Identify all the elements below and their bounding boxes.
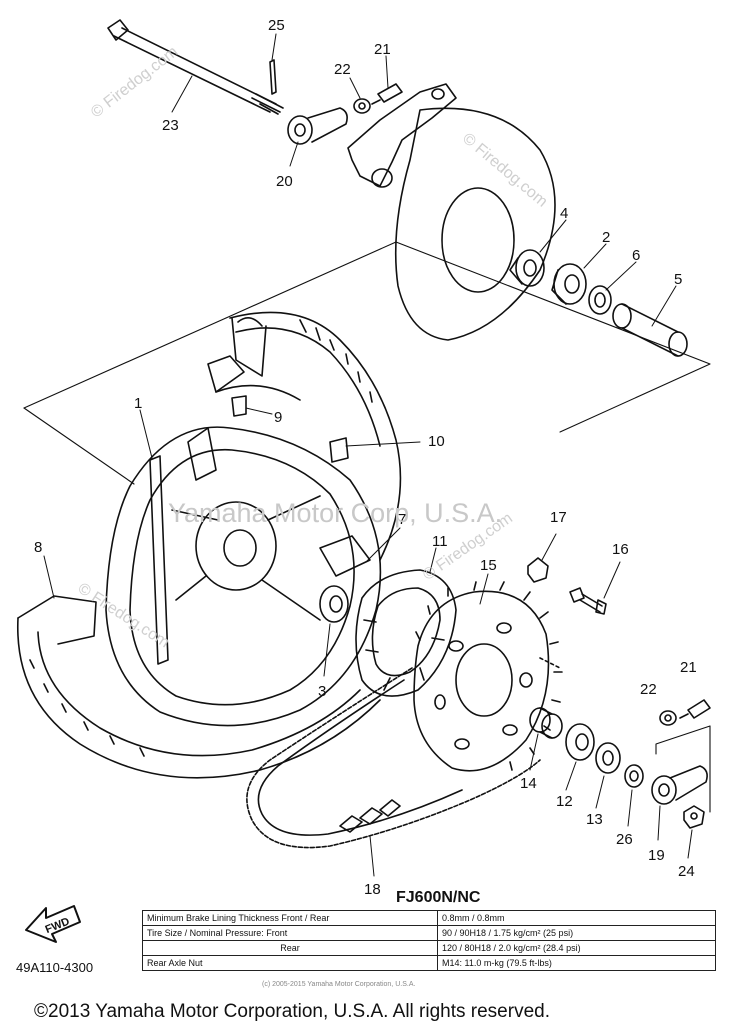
bearing-4 — [509, 249, 545, 287]
callout-23: 23 — [162, 117, 179, 134]
callout-13: 13 — [586, 811, 603, 828]
collar-26 — [624, 764, 644, 788]
callout-22-lower: 22 — [640, 681, 657, 698]
spec-value: 90 / 90H18 / 1.75 kg/cm² (25 psi) — [437, 925, 716, 941]
spec-label: Minimum Brake Lining Thickness Front / R… — [142, 910, 438, 926]
callout-3: 3 — [318, 683, 326, 700]
nut-17 — [527, 557, 549, 583]
callout-2: 2 — [602, 229, 610, 246]
nut-24 — [683, 805, 705, 829]
callout-22: 22 — [334, 61, 351, 78]
spacer-5 — [612, 303, 688, 357]
callout-10: 10 — [428, 433, 445, 450]
rear-axle — [107, 19, 284, 115]
callout-numbers: 25 21 22 23 20 4 2 6 5 9 10 1 7 11 15 17… — [34, 17, 697, 898]
spec-label: Rear — [142, 940, 438, 956]
model-title: FJ600N/NC — [396, 889, 481, 906]
callout-19: 19 — [648, 847, 665, 864]
table-row: Minimum Brake Lining Thickness Front / R… — [142, 910, 716, 926]
callout-7: 7 — [398, 511, 406, 528]
callout-18: 18 — [364, 881, 381, 898]
table-row: Rear Axle Nut M14: 11.0 m-kg (79.5 ft-lb… — [142, 955, 716, 971]
assembly-outline — [23, 241, 711, 485]
bolt-16 — [569, 587, 607, 615]
table-row: Rear 120 / 80H18 / 2.0 kg/cm² (28.4 psi) — [142, 940, 716, 956]
bolt-21-lower — [679, 699, 711, 719]
spec-table: Minimum Brake Lining Thickness Front / R… — [142, 910, 716, 971]
callout-12: 12 — [556, 793, 573, 810]
callout-21-lower: 21 — [680, 659, 697, 676]
copyright-notice: ©2013 Yamaha Motor Corporation, U.S.A. A… — [34, 1001, 550, 1022]
cast-wheel — [105, 426, 382, 727]
callout-9: 9 — [274, 409, 282, 426]
spec-value: M14: 11.0 m-kg (79.5 ft-lbs) — [437, 955, 716, 971]
chain-puller-19 — [651, 765, 708, 805]
callout-25: 25 — [268, 17, 285, 34]
callout-16: 16 — [612, 541, 629, 558]
collar-14 — [529, 707, 563, 739]
table-row: Tire Size / Nominal Pressure: Front 90 /… — [142, 925, 716, 941]
cotter-pin — [269, 59, 277, 95]
forward-arrow-icon: FWD — [25, 905, 81, 943]
oil-seal-6 — [588, 285, 612, 315]
part-code: 49A110-4300 — [16, 960, 94, 975]
callout-17: 17 — [550, 509, 567, 526]
callout-1: 1 — [134, 395, 142, 412]
bearing-3 — [319, 585, 349, 623]
rim-band — [207, 355, 301, 401]
callout-11: 11 — [432, 533, 448, 550]
callout-14: 14 — [520, 775, 537, 792]
callout-21: 21 — [374, 41, 391, 58]
callout-26: 26 — [616, 831, 633, 848]
callout-8: 8 — [34, 539, 42, 556]
tire-lower — [16, 595, 381, 779]
valve-9 — [231, 395, 247, 417]
nut-22-lower — [659, 710, 677, 726]
balance-weight-10 — [329, 437, 349, 463]
spec-label: Tire Size / Nominal Pressure: Front — [142, 925, 438, 941]
drive-chain-18 — [246, 667, 541, 849]
assembly-bracket — [655, 725, 711, 813]
brake-disc — [394, 107, 556, 341]
bolt-21 — [371, 83, 403, 105]
nut-22 — [353, 98, 371, 114]
bearing-2 — [551, 263, 587, 305]
spec-value: 0.8mm / 0.8mm — [437, 910, 716, 926]
sprocket-hub-11 — [355, 569, 457, 697]
bearing-12 — [565, 723, 595, 761]
leader-lines — [43, 33, 693, 877]
callout-15: 15 — [480, 557, 497, 574]
spec-value: 120 / 80H18 / 2.0 kg/cm² (28.4 psi) — [437, 940, 716, 956]
callout-4: 4 — [560, 205, 568, 222]
spec-label: Rear Axle Nut — [142, 955, 438, 971]
tire-upper — [229, 311, 402, 561]
callout-6: 6 — [632, 247, 640, 264]
callout-5: 5 — [674, 271, 682, 288]
rear-sprocket-15 — [413, 581, 563, 772]
callout-20: 20 — [276, 173, 293, 190]
tiny-notice: (c) 2005-2015 Yamaha Motor Corporation, … — [262, 981, 416, 988]
oil-seal-13 — [595, 742, 621, 774]
axle-adjuster — [287, 107, 348, 145]
callout-24: 24 — [678, 863, 695, 880]
